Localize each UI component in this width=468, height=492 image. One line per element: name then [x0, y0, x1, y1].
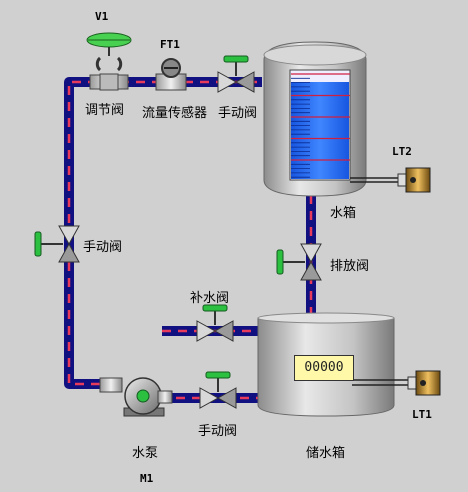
- tag-m1: M1: [140, 472, 154, 485]
- water-tank-scale: [291, 73, 350, 178]
- tag-v1: V1: [95, 10, 109, 23]
- top-manual-valve-label: 手动阀: [218, 106, 258, 121]
- water-tank: [263, 41, 367, 197]
- storage-tank-label: 储水箱: [306, 446, 346, 461]
- tag-lt2: LT2: [392, 145, 412, 158]
- water-tank-label: 水箱: [330, 206, 357, 221]
- level-transmitter-icon[interactable]: [407, 370, 441, 396]
- drain-valve-label: 排放阀: [330, 259, 370, 274]
- tag-ft1: FT1: [160, 38, 180, 51]
- gate-valve-icon[interactable]: [196, 304, 234, 342]
- tag-lt1: LT1: [412, 408, 432, 421]
- level-transmitter-icon[interactable]: [397, 167, 431, 193]
- butterfly-valve-icon[interactable]: [86, 32, 132, 91]
- makeup-valve-label: 补水阀: [190, 291, 230, 306]
- left-manual-valve-label: 手动阀: [83, 240, 123, 255]
- centrifugal-pump-icon[interactable]: [99, 377, 173, 417]
- bottom-manual-valve-label: 手动阀: [198, 424, 238, 439]
- gate-valve-icon[interactable]: [199, 371, 237, 409]
- pump-label: 水泵: [132, 446, 159, 461]
- water-tank-level-fill: [291, 82, 349, 179]
- flow-sensor-label: 流量传感器: [142, 106, 208, 121]
- regulating-valve-label: 调节阀: [85, 103, 125, 118]
- flow-meter-icon[interactable]: [155, 58, 187, 91]
- gate-valve-icon[interactable]: [34, 225, 80, 263]
- gate-valve-icon[interactable]: [217, 55, 255, 93]
- storage-level-display: 00000: [294, 355, 354, 381]
- gate-valve-icon[interactable]: [276, 243, 322, 281]
